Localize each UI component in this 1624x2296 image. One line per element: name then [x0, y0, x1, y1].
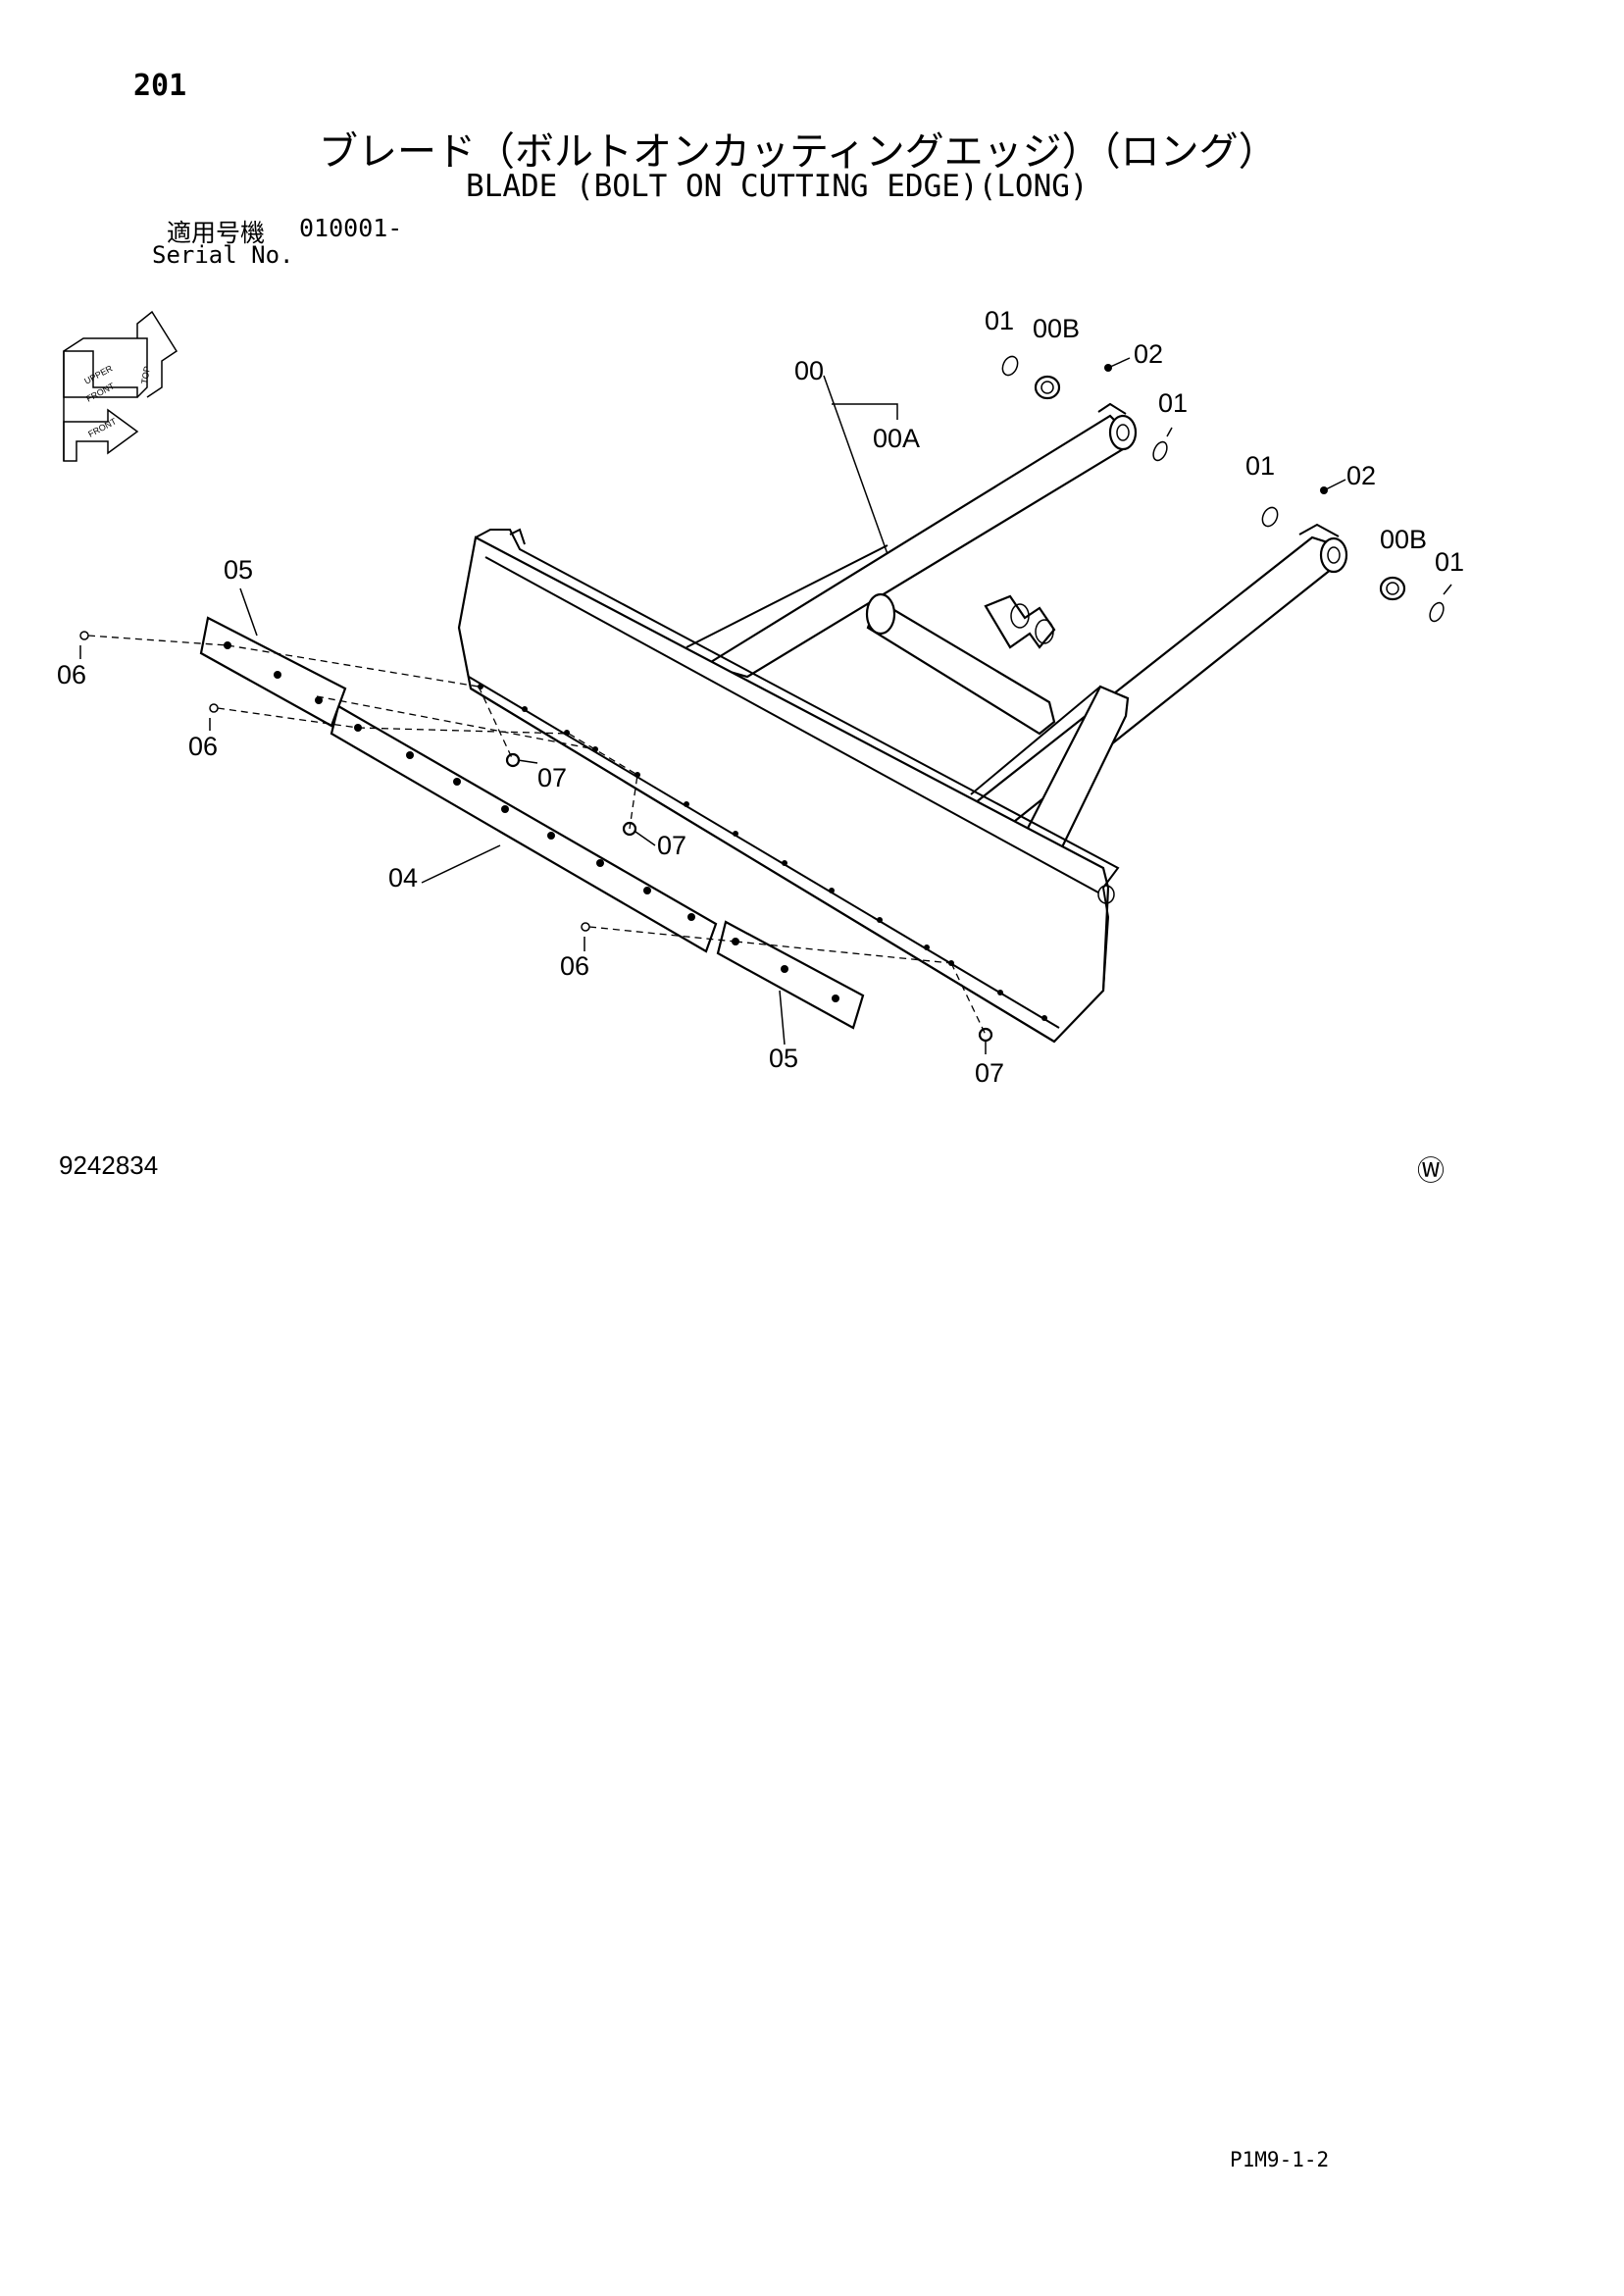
serial-label-japanese: 適用号機 — [167, 219, 266, 247]
callout-00B: 00B — [1033, 314, 1080, 343]
serial-value: 010001- — [299, 214, 403, 242]
parts-diagram: UPPER FRONT FRONT TOP — [57, 306, 1464, 1088]
orientation-label: FRONT — [86, 416, 119, 439]
callout-01: 01 — [1435, 547, 1464, 577]
callout-02: 02 — [1134, 339, 1163, 369]
callout-06: 06 — [560, 951, 589, 981]
callout-01: 01 — [985, 306, 1014, 335]
callout-05: 05 — [224, 555, 253, 585]
serial-label-english: Serial No. — [152, 241, 294, 269]
nuts — [505, 752, 993, 1043]
cutting-edge-center — [330, 704, 718, 953]
callout-04: 04 — [388, 863, 418, 893]
end-bit-right — [716, 920, 865, 1030]
page-number: 201 — [133, 69, 187, 103]
callout-07: 07 — [657, 831, 686, 860]
callout-00A: 00A — [873, 424, 920, 453]
page-code: P1M9-1-2 — [1230, 2148, 1330, 2171]
title-japanese: ブレード（ボルトオンカッティングエッジ）（ロング） — [319, 129, 1278, 175]
callout-06: 06 — [188, 732, 218, 761]
callout-01: 01 — [1158, 388, 1188, 418]
w-mark: Ⓦ — [1417, 1154, 1446, 1187]
callout-01: 01 — [1245, 451, 1275, 481]
callout-07: 07 — [975, 1058, 1004, 1088]
callout-06: 06 — [57, 660, 86, 689]
drawing-number: 9242834 — [59, 1150, 159, 1180]
pins-and-rings — [1001, 355, 1445, 623]
leader-lines — [79, 357, 1452, 1054]
callout-00B: 00B — [1380, 525, 1427, 554]
orientation-label: TOP — [139, 366, 152, 385]
callout-07: 07 — [537, 763, 567, 792]
blade-frame — [685, 402, 1348, 855]
callout-05: 05 — [769, 1044, 798, 1073]
assembly-lines — [87, 635, 987, 1036]
end-bit-left — [199, 616, 347, 728]
callout-02: 02 — [1346, 461, 1376, 490]
title-english: BLADE (BOLT ON CUTTING EDGE)(LONG) — [466, 169, 1089, 204]
orientation-icon: UPPER FRONT FRONT TOP — [63, 310, 178, 462]
callout-00: 00 — [794, 356, 824, 385]
moldboard — [457, 528, 1120, 1044]
